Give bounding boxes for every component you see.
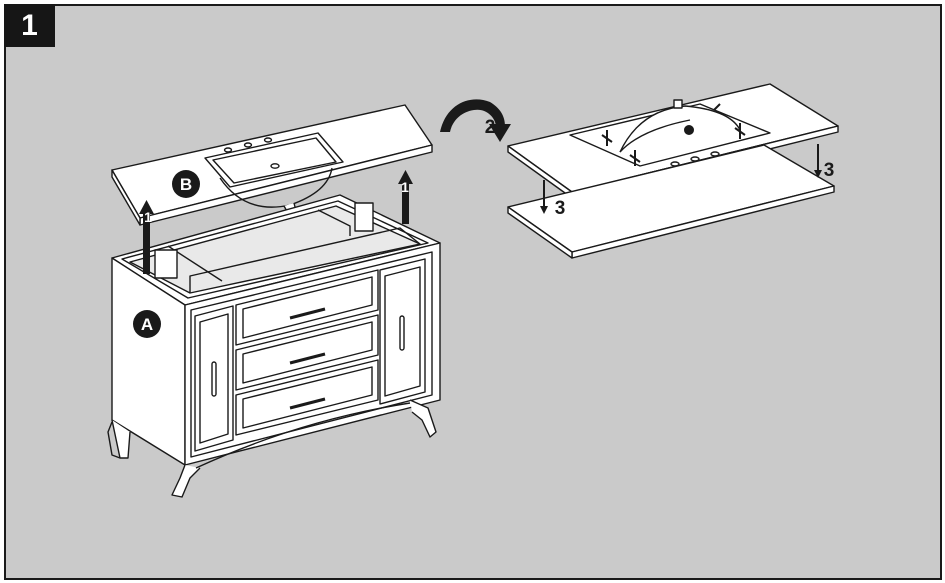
faucet-hole (223, 147, 233, 153)
countertop-upside-down (507, 83, 839, 259)
drawer-top (235, 269, 379, 346)
drawer-pull (289, 397, 326, 410)
part-label-a: A (141, 315, 153, 334)
faucet-hole (263, 137, 273, 143)
drawer-pull (289, 307, 326, 320)
step-3-label-left: 3 (555, 198, 566, 219)
part-badge-b (172, 170, 200, 198)
right-door-handle (399, 315, 405, 351)
lower-arrow-left (540, 180, 548, 214)
drawer-pull (289, 352, 326, 365)
step-1-label-left: 1 (144, 209, 152, 225)
step-3-label-right: 3 (824, 160, 835, 181)
flip-arrow-icon (440, 99, 511, 142)
vanity-cabinet-a (107, 194, 441, 498)
lift-arrow-right (398, 170, 413, 224)
step-number-badge: 1 (4, 4, 55, 47)
step-1-label-right: 1 (401, 179, 409, 195)
part-badge-a (133, 310, 161, 338)
sink-dome (619, 105, 741, 153)
lift-arrow-left (139, 200, 154, 274)
left-door-handle (211, 361, 217, 397)
lower-arrow-right (814, 144, 822, 178)
sink-rim (204, 132, 344, 188)
part-label-b: B (180, 175, 192, 194)
drain-hole (270, 163, 280, 169)
step-2-label: 2 (485, 117, 496, 138)
drawer-middle (235, 314, 379, 391)
faucet-hole (243, 142, 253, 148)
drawer-bottom (235, 359, 379, 436)
countertop-b (111, 104, 433, 226)
